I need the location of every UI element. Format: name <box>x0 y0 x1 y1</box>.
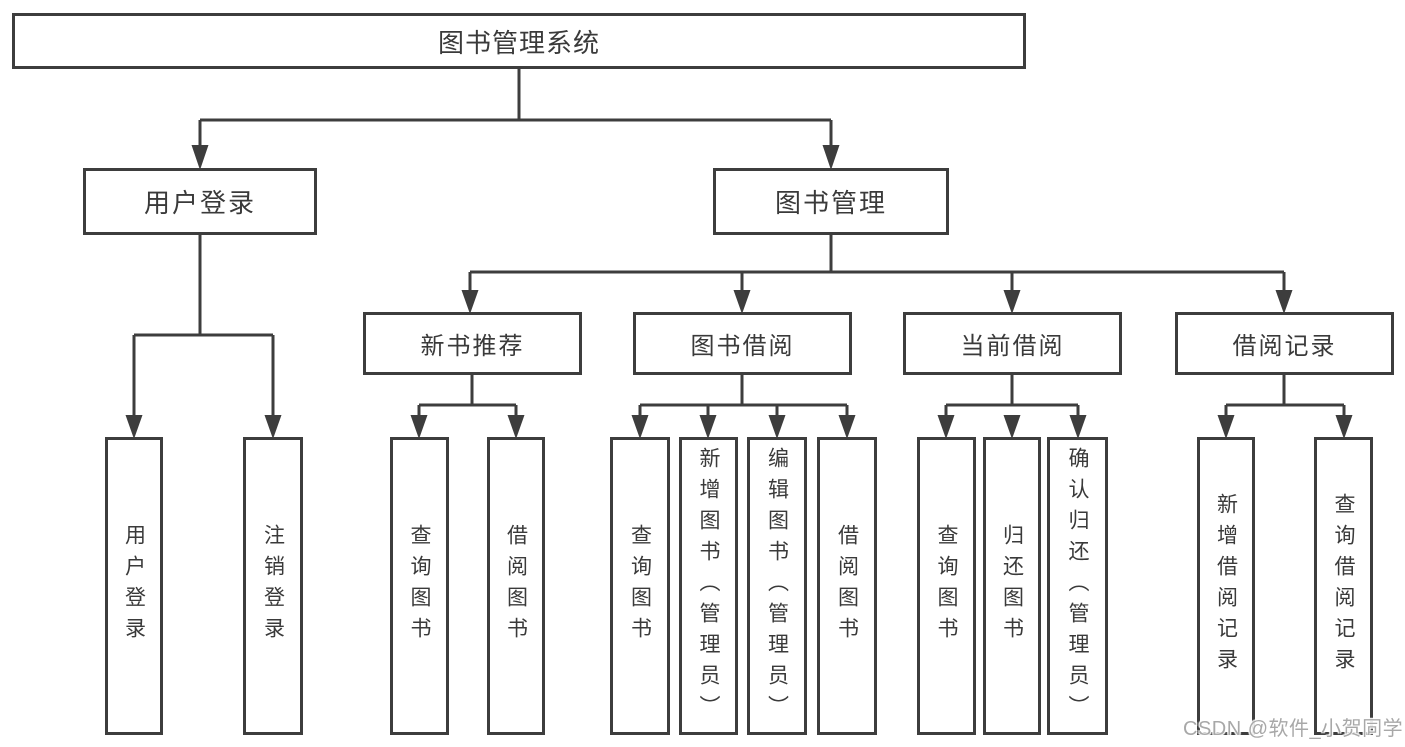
leaf-confirm-return-admin: 确认归还（管理员） <box>1047 437 1108 735</box>
node-current-borrowing: 当前借阅 <box>903 312 1122 375</box>
leaf-query-books-borrowing-label: 查询图书 <box>628 524 652 648</box>
leaf-add-borrow-record-label: 新增借阅记录 <box>1214 493 1238 679</box>
node-new-book-recommend-label: 新书推荐 <box>420 333 525 360</box>
leaf-logout: 注销登录 <box>243 437 303 735</box>
leaf-query-books-current-label: 查询图书 <box>935 524 958 648</box>
leaf-borrow-books: 借阅图书 <box>817 437 877 735</box>
node-book-management: 图书管理 <box>713 168 949 235</box>
node-borrowing-records-label: 借阅记录 <box>1232 333 1337 360</box>
node-library-system-label: 图书管理系统 <box>437 27 600 58</box>
arrowheads <box>125 145 1353 439</box>
leaf-return-books-label: 归还图书 <box>1000 524 1024 648</box>
leaf-add-books-admin-label: 新增图书（管理员） <box>697 446 720 726</box>
node-user-login-label: 用户登录 <box>143 188 256 218</box>
leaf-edit-books-admin: 编辑图书（管理员） <box>747 437 807 735</box>
leaf-return-books: 归还图书 <box>983 437 1041 735</box>
leaf-borrow-books-label: 借阅图书 <box>835 524 859 648</box>
node-book-borrowing: 图书借阅 <box>633 312 852 375</box>
node-borrowing-records: 借阅记录 <box>1175 312 1394 375</box>
node-current-borrowing-label: 当前借阅 <box>960 333 1065 360</box>
leaf-user-login: 用户登录 <box>105 437 163 735</box>
leaf-logout-label: 注销登录 <box>261 524 285 648</box>
leaf-borrow-books-recommend-label: 借阅图书 <box>504 524 528 648</box>
leaf-query-books-recommend-label: 查询图书 <box>408 524 431 648</box>
leaf-add-books-admin: 新增图书（管理员） <box>679 437 738 735</box>
node-book-management-label: 图书管理 <box>774 188 887 218</box>
leaf-query-books-borrowing: 查询图书 <box>610 437 670 735</box>
leaf-confirm-return-admin-label: 确认归还（管理员） <box>1066 446 1089 726</box>
leaf-user-login-label: 用户登录 <box>122 524 146 648</box>
node-library-system: 图书管理系统 <box>12 13 1026 69</box>
leaf-add-borrow-record: 新增借阅记录 <box>1197 437 1255 735</box>
leaf-edit-books-admin-label: 编辑图书（管理员） <box>765 446 789 726</box>
tree-edges <box>132 68 1346 416</box>
node-book-borrowing-label: 图书借阅 <box>690 333 795 360</box>
leaf-query-borrow-record-label: 查询借阅记录 <box>1332 493 1355 679</box>
leaf-query-books-current: 查询图书 <box>917 437 976 735</box>
leaf-borrow-books-recommend: 借阅图书 <box>487 437 545 735</box>
node-user-login: 用户登录 <box>83 168 317 235</box>
csdn-watermark: CSDN @软件_小贺同学 <box>1183 718 1404 740</box>
leaf-query-books-recommend: 查询图书 <box>390 437 449 735</box>
node-new-book-recommend: 新书推荐 <box>363 312 582 375</box>
leaf-query-borrow-record: 查询借阅记录 <box>1314 437 1373 735</box>
